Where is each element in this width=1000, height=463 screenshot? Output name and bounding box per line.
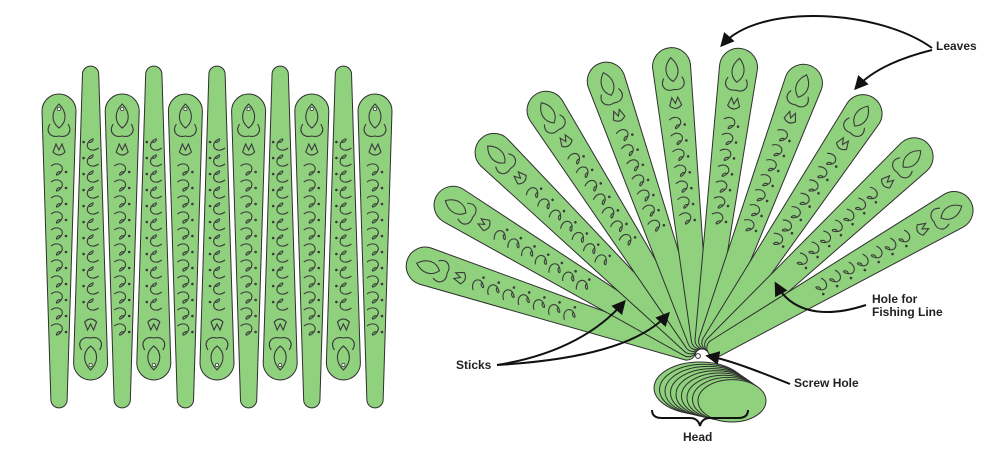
screw-hole-arrow-icon xyxy=(705,351,791,385)
leaf xyxy=(73,65,109,381)
ornament-pattern xyxy=(415,259,577,320)
ornament-pattern xyxy=(363,103,387,336)
ornament-pattern xyxy=(661,56,697,225)
fan-leaf xyxy=(694,47,758,350)
fan-leaf xyxy=(474,132,701,355)
hole xyxy=(278,363,283,367)
sticks-arrow-icon xyxy=(496,311,670,366)
sticks-label: Sticks xyxy=(456,358,492,372)
leaf xyxy=(167,93,203,409)
sticks-arrow-icon xyxy=(496,299,626,366)
fan-leaf xyxy=(706,191,974,358)
ornament-pattern xyxy=(110,103,134,336)
hole xyxy=(183,107,188,111)
ornament-pattern xyxy=(796,150,922,270)
fan-leaf xyxy=(526,90,703,352)
leaf xyxy=(262,65,298,381)
hole xyxy=(373,107,377,111)
ornament-pattern xyxy=(174,103,197,336)
ornament-pattern xyxy=(205,138,229,371)
hole xyxy=(246,107,251,111)
hole xyxy=(57,107,61,111)
leaf xyxy=(325,65,361,381)
leaves-arrow-icon xyxy=(720,15,933,49)
hole-label-line-2: Fishing Line xyxy=(872,305,943,319)
ornament-pattern xyxy=(540,102,637,246)
hole xyxy=(120,107,125,111)
ornament-pattern xyxy=(237,103,260,336)
leaf xyxy=(199,65,235,381)
ornament-pattern xyxy=(711,57,748,225)
leaves-arrow-icon xyxy=(854,49,933,91)
curly-brace-icon xyxy=(651,409,749,427)
fan-leaf xyxy=(405,246,697,361)
screw-hole-label: Screw Hole xyxy=(794,376,859,390)
fan-leaf xyxy=(698,63,823,351)
hole-label-line-1: Hole for xyxy=(872,292,918,306)
assembled-fan xyxy=(405,47,974,423)
ornament-pattern xyxy=(142,138,166,371)
fan-leaf xyxy=(704,137,934,355)
ornament-pattern xyxy=(268,138,292,371)
leaf xyxy=(231,93,267,409)
fan-leaf xyxy=(701,94,883,353)
annotations xyxy=(496,15,933,427)
leaf xyxy=(294,93,330,409)
hole xyxy=(341,363,346,367)
head-label: Head xyxy=(683,430,713,444)
leaf xyxy=(104,93,140,409)
hole xyxy=(215,363,219,367)
ornament-pattern xyxy=(743,74,810,233)
hole xyxy=(88,363,93,367)
ornament-pattern xyxy=(487,145,612,266)
hole-arrow-icon xyxy=(774,281,867,313)
ornament-pattern xyxy=(47,103,71,336)
fan-leaf xyxy=(586,61,707,351)
hole xyxy=(309,107,314,111)
leaf xyxy=(357,93,393,409)
ornament-pattern xyxy=(300,103,324,336)
leaf xyxy=(41,93,77,409)
screw-hole xyxy=(695,353,701,359)
ornament-pattern xyxy=(815,204,963,296)
ornament-pattern xyxy=(332,138,355,371)
ornament-pattern xyxy=(444,199,591,290)
leaf xyxy=(136,65,172,381)
ornament-pattern xyxy=(600,71,666,232)
leaves-label: Leaves xyxy=(936,39,977,53)
ornament-pattern xyxy=(79,138,102,371)
fan-head xyxy=(653,361,767,423)
ornament-pattern xyxy=(773,105,870,248)
fan-leaf xyxy=(652,47,710,350)
fan-leaf xyxy=(433,185,698,358)
hole xyxy=(151,363,156,367)
hole-for-fishing-line-label: Hole for Fishing Line xyxy=(872,293,943,319)
flat-leaves-layout xyxy=(41,65,393,409)
